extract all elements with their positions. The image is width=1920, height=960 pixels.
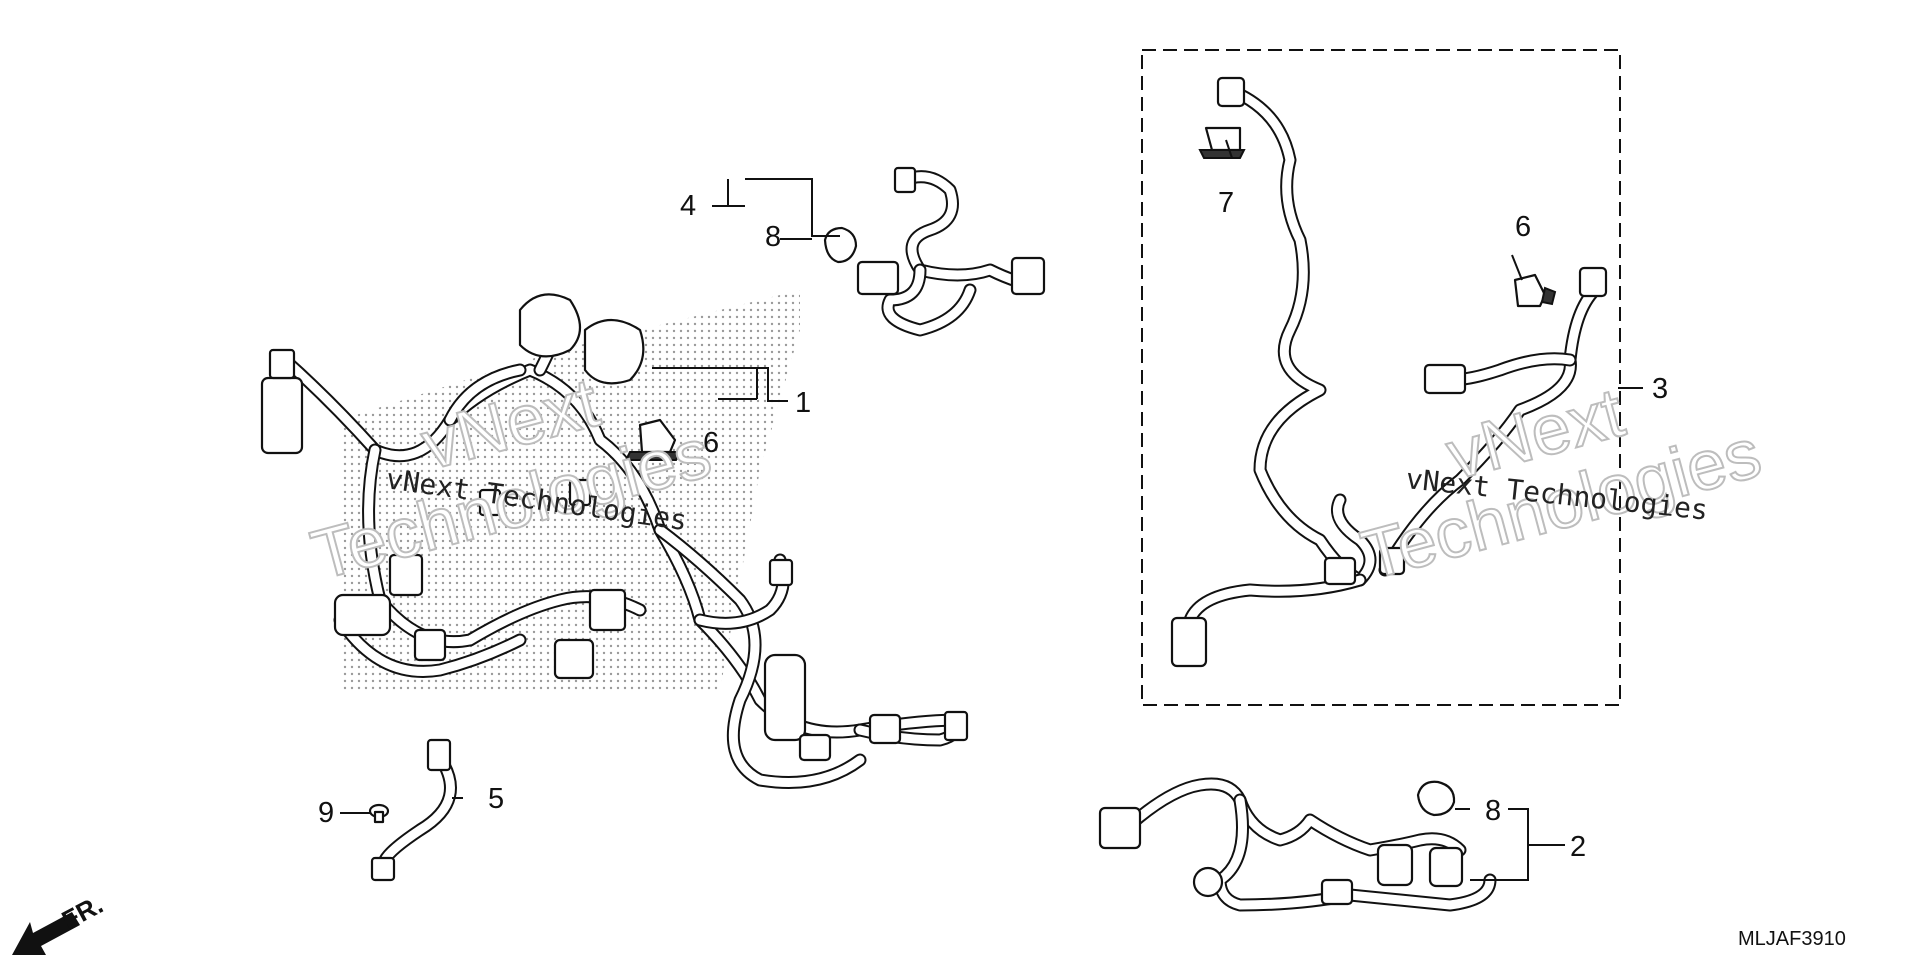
part-3-box (1141, 49, 1621, 706)
callout-6-main: 6 (703, 427, 719, 459)
callout-3: 3 (1652, 373, 1668, 405)
sub-harness-part-2 (1098, 777, 1497, 912)
diagram-code: MLJAF3910 (1738, 928, 1846, 950)
callout-2: 2 (1570, 831, 1586, 863)
watermark-right: vNext Technologies vNext Technologies (1353, 372, 1770, 596)
callout-8-bottom: 8 (1485, 795, 1501, 827)
grommet-part-8-top (823, 226, 858, 264)
front-arrow-icon (12, 912, 80, 955)
callout-8-top: 8 (765, 221, 781, 253)
main-wire-harness (260, 290, 969, 789)
leader-lines (340, 139, 1643, 881)
front-direction-indicator: FR. (12, 889, 108, 955)
callout-6-box: 6 (1515, 211, 1531, 243)
callout-9: 9 (318, 797, 334, 829)
sub-harness-part-4 (856, 166, 1046, 337)
clip-part-7 (1198, 126, 1246, 159)
grommet-part-8-bottom (1416, 780, 1456, 817)
sub-harness-part-3 (1170, 76, 1608, 668)
callout-7: 7 (1218, 187, 1234, 219)
clip-part-6 (624, 418, 682, 461)
clip-part-6-box (1513, 273, 1557, 308)
callout-1: 1 (795, 387, 811, 419)
screw-part-9 (368, 803, 390, 824)
sensor-wire-part-5 (370, 738, 457, 882)
callout-5: 5 (488, 783, 504, 815)
harness-connectors (260, 293, 969, 762)
callout-labels: 1 6 4 8 7 6 3 8 2 5 9 (318, 187, 1668, 863)
callout-4: 4 (680, 190, 696, 222)
